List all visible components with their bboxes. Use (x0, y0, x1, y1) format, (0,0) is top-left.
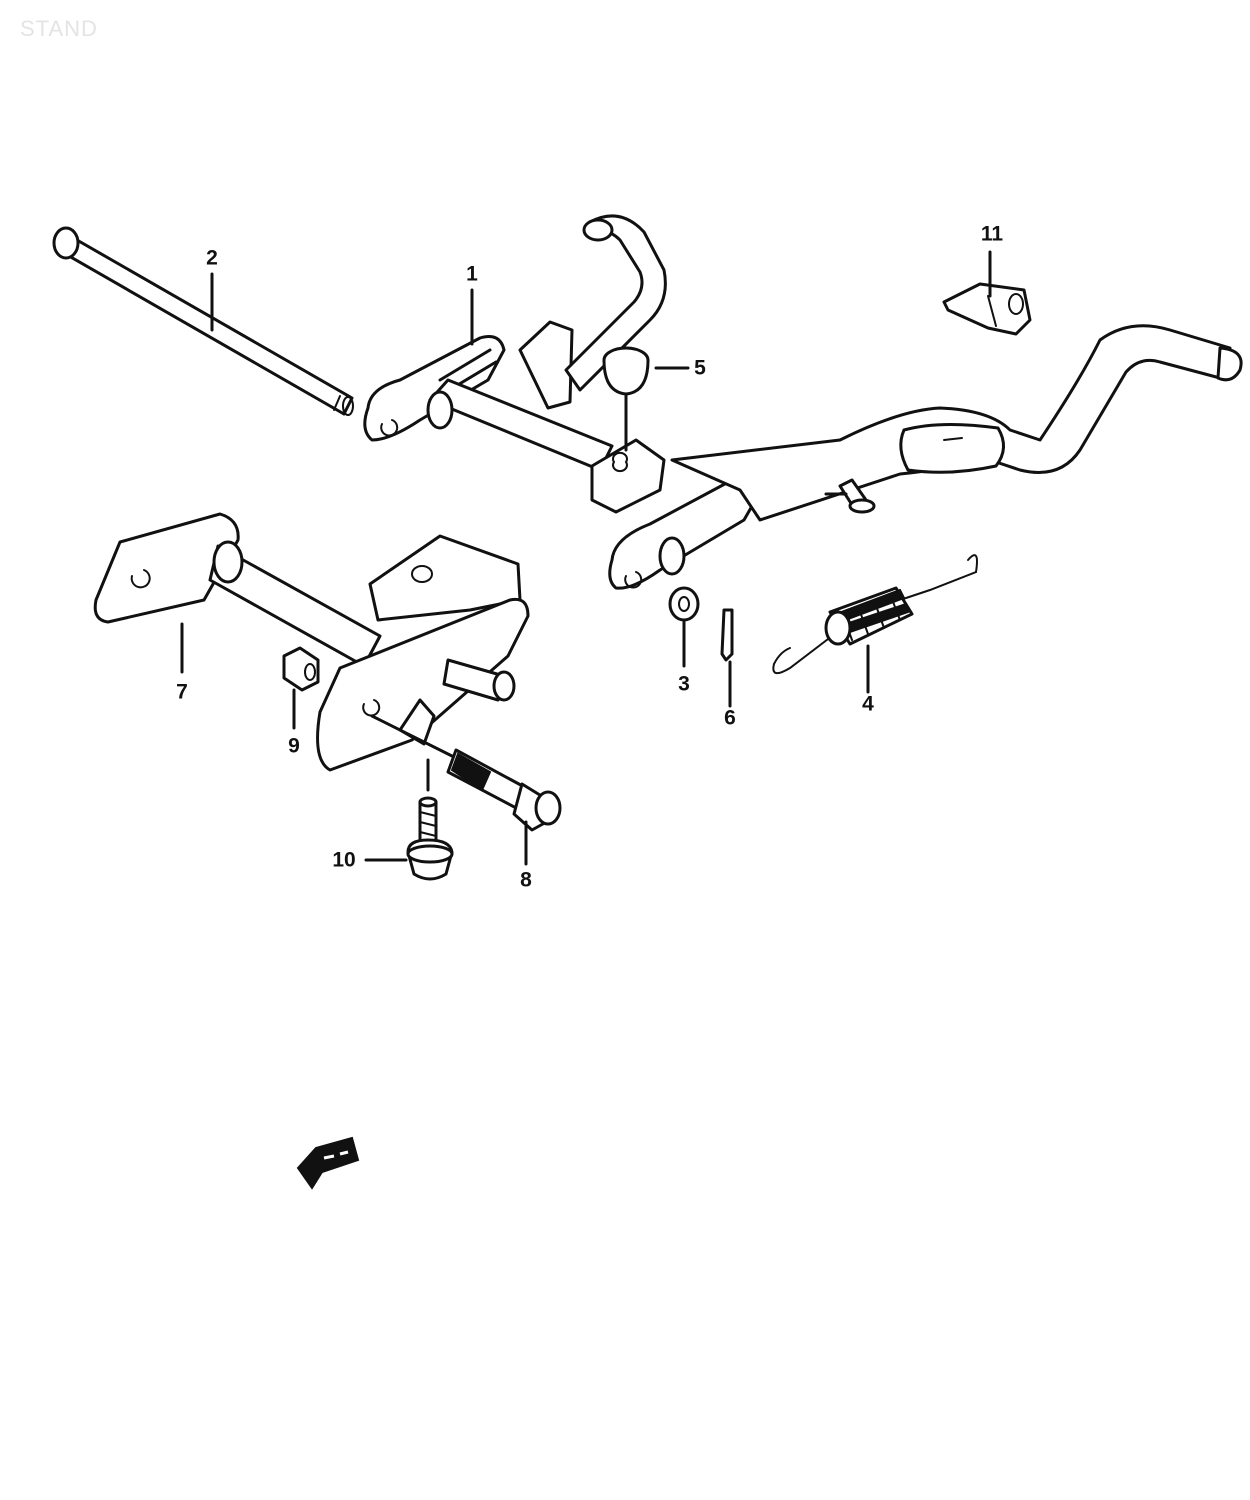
stand-bracket-part-7 (93, 512, 530, 772)
bolt-part-8 (370, 714, 562, 832)
front-direction-arrow-icon (296, 1136, 360, 1190)
pivot-shaft-part-2 (52, 226, 354, 416)
spring-part-4 (772, 554, 978, 675)
callout-1: 1 (466, 262, 478, 286)
leader-lines (180, 250, 992, 866)
callout-5: 5 (694, 356, 706, 380)
cotter-pin-part-6 (720, 608, 734, 662)
flange-bolt-part-10 (406, 758, 454, 881)
callout-11: 11 (980, 222, 1004, 246)
diagram-watermark: STAND (20, 16, 98, 41)
callout-9: 9 (288, 734, 300, 758)
callout-10: 10 (332, 848, 356, 872)
callout-2: 2 (206, 246, 218, 270)
callout-4: 4 (862, 692, 874, 716)
nut-part-9 (282, 646, 320, 692)
washer-part-3 (668, 586, 700, 622)
center-stand-part-1 (363, 214, 1243, 590)
callout-6: 6 (724, 706, 736, 730)
clamp-part-11 (942, 282, 1032, 336)
callout-3: 3 (678, 672, 690, 696)
callout-7: 7 (176, 680, 188, 704)
callout-8: 8 (520, 868, 532, 892)
stopper-part-5 (602, 346, 650, 452)
